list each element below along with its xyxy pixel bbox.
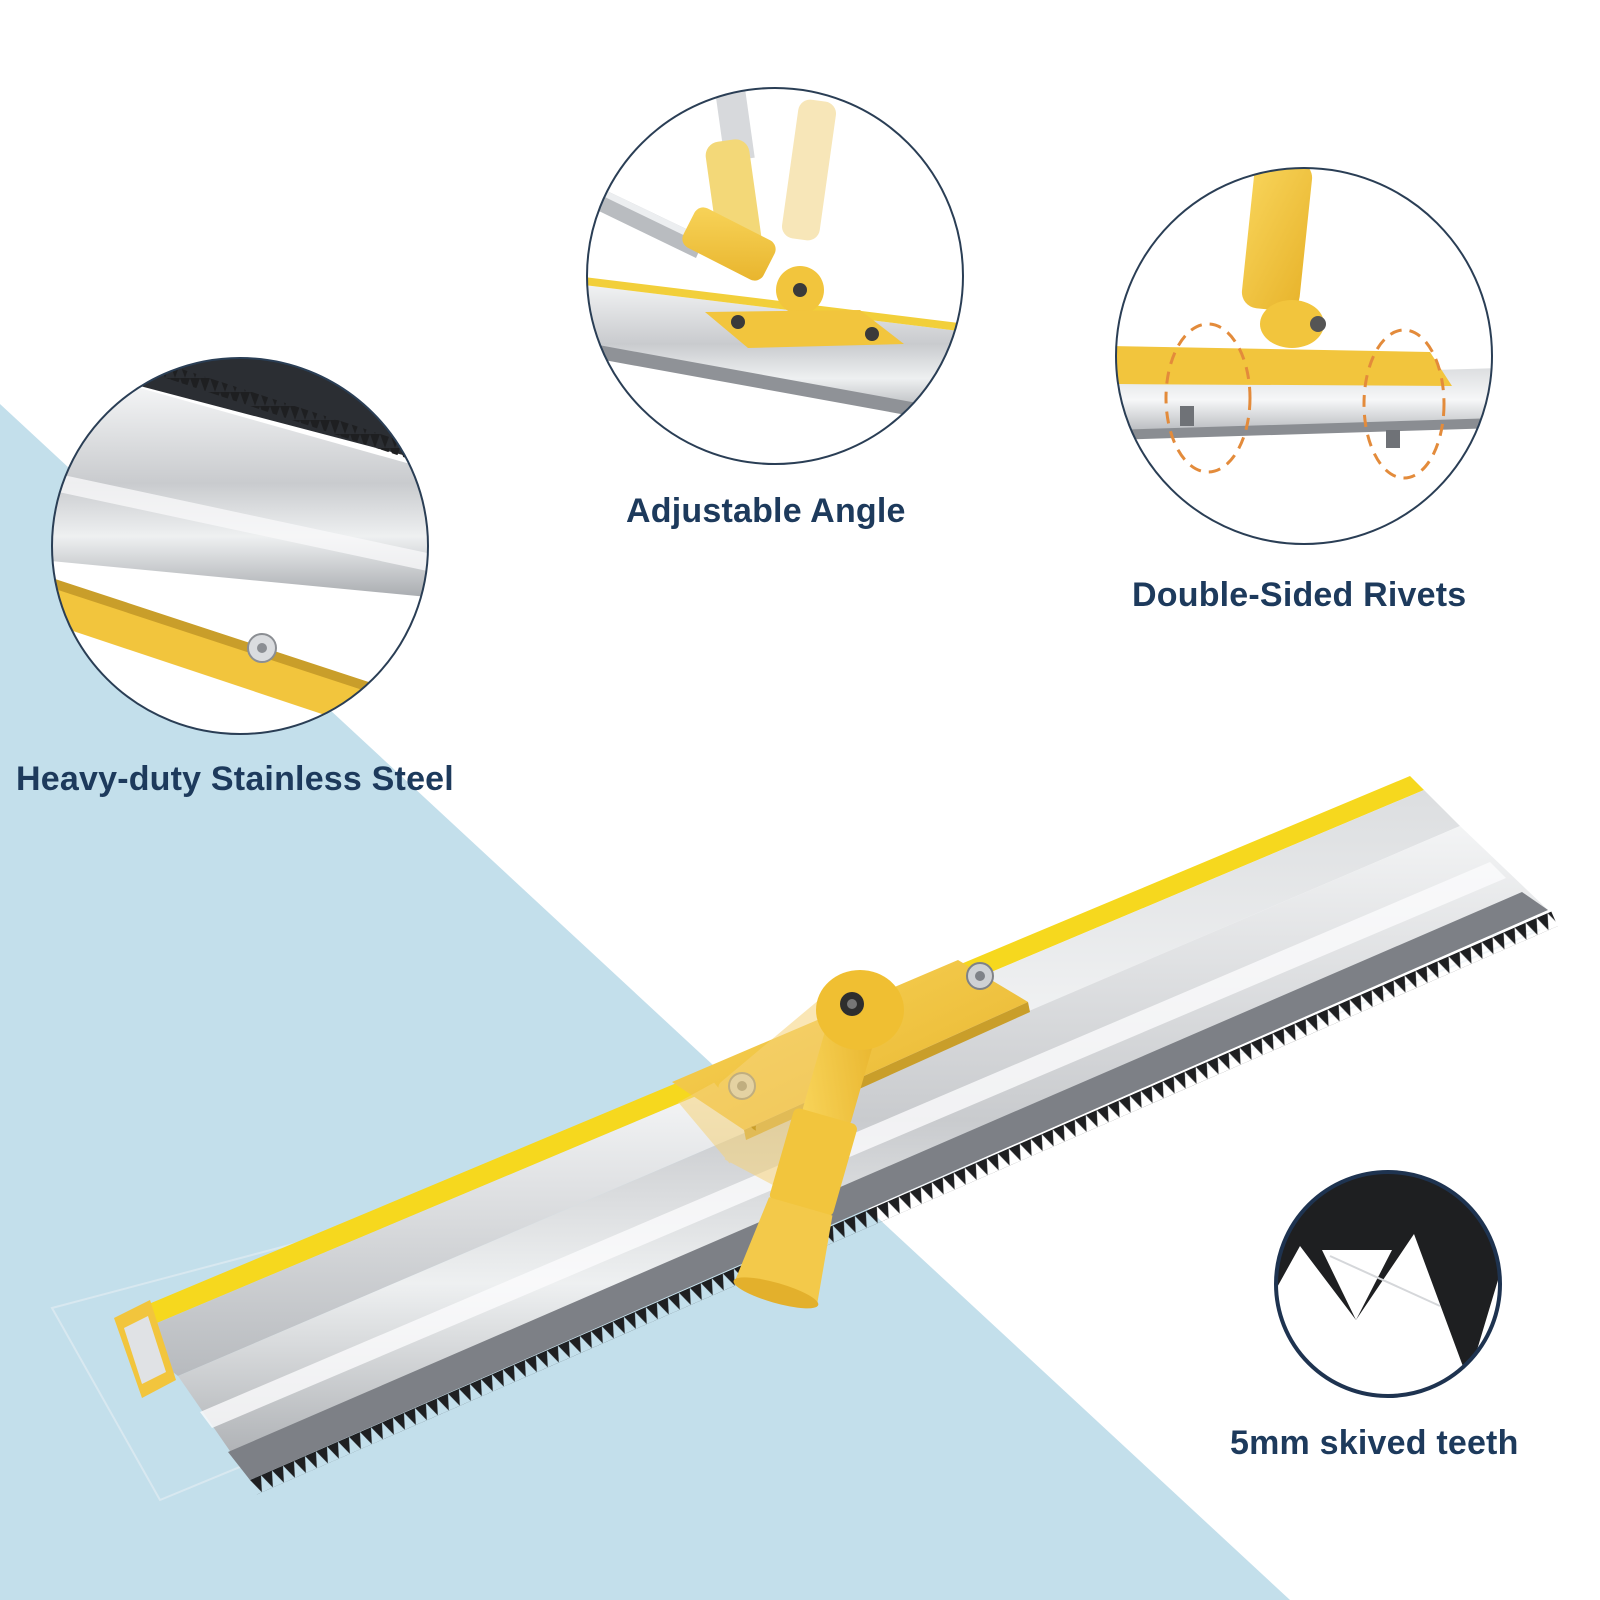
skived-teeth-label: 5mm skived teeth xyxy=(1230,1424,1519,1462)
notched-squeegee-icon xyxy=(50,776,1558,1502)
adjustable-angle-label: Adjustable Angle xyxy=(626,492,906,530)
double-sided-rivets-label: Double-Sided Rivets xyxy=(1132,576,1467,614)
stainless-steel-label: Heavy-duty Stainless Steel xyxy=(16,760,454,798)
angle-detail-circle xyxy=(586,87,964,465)
teeth-detail-circle xyxy=(1274,1170,1502,1398)
rivet-detail-circle xyxy=(1115,167,1493,545)
